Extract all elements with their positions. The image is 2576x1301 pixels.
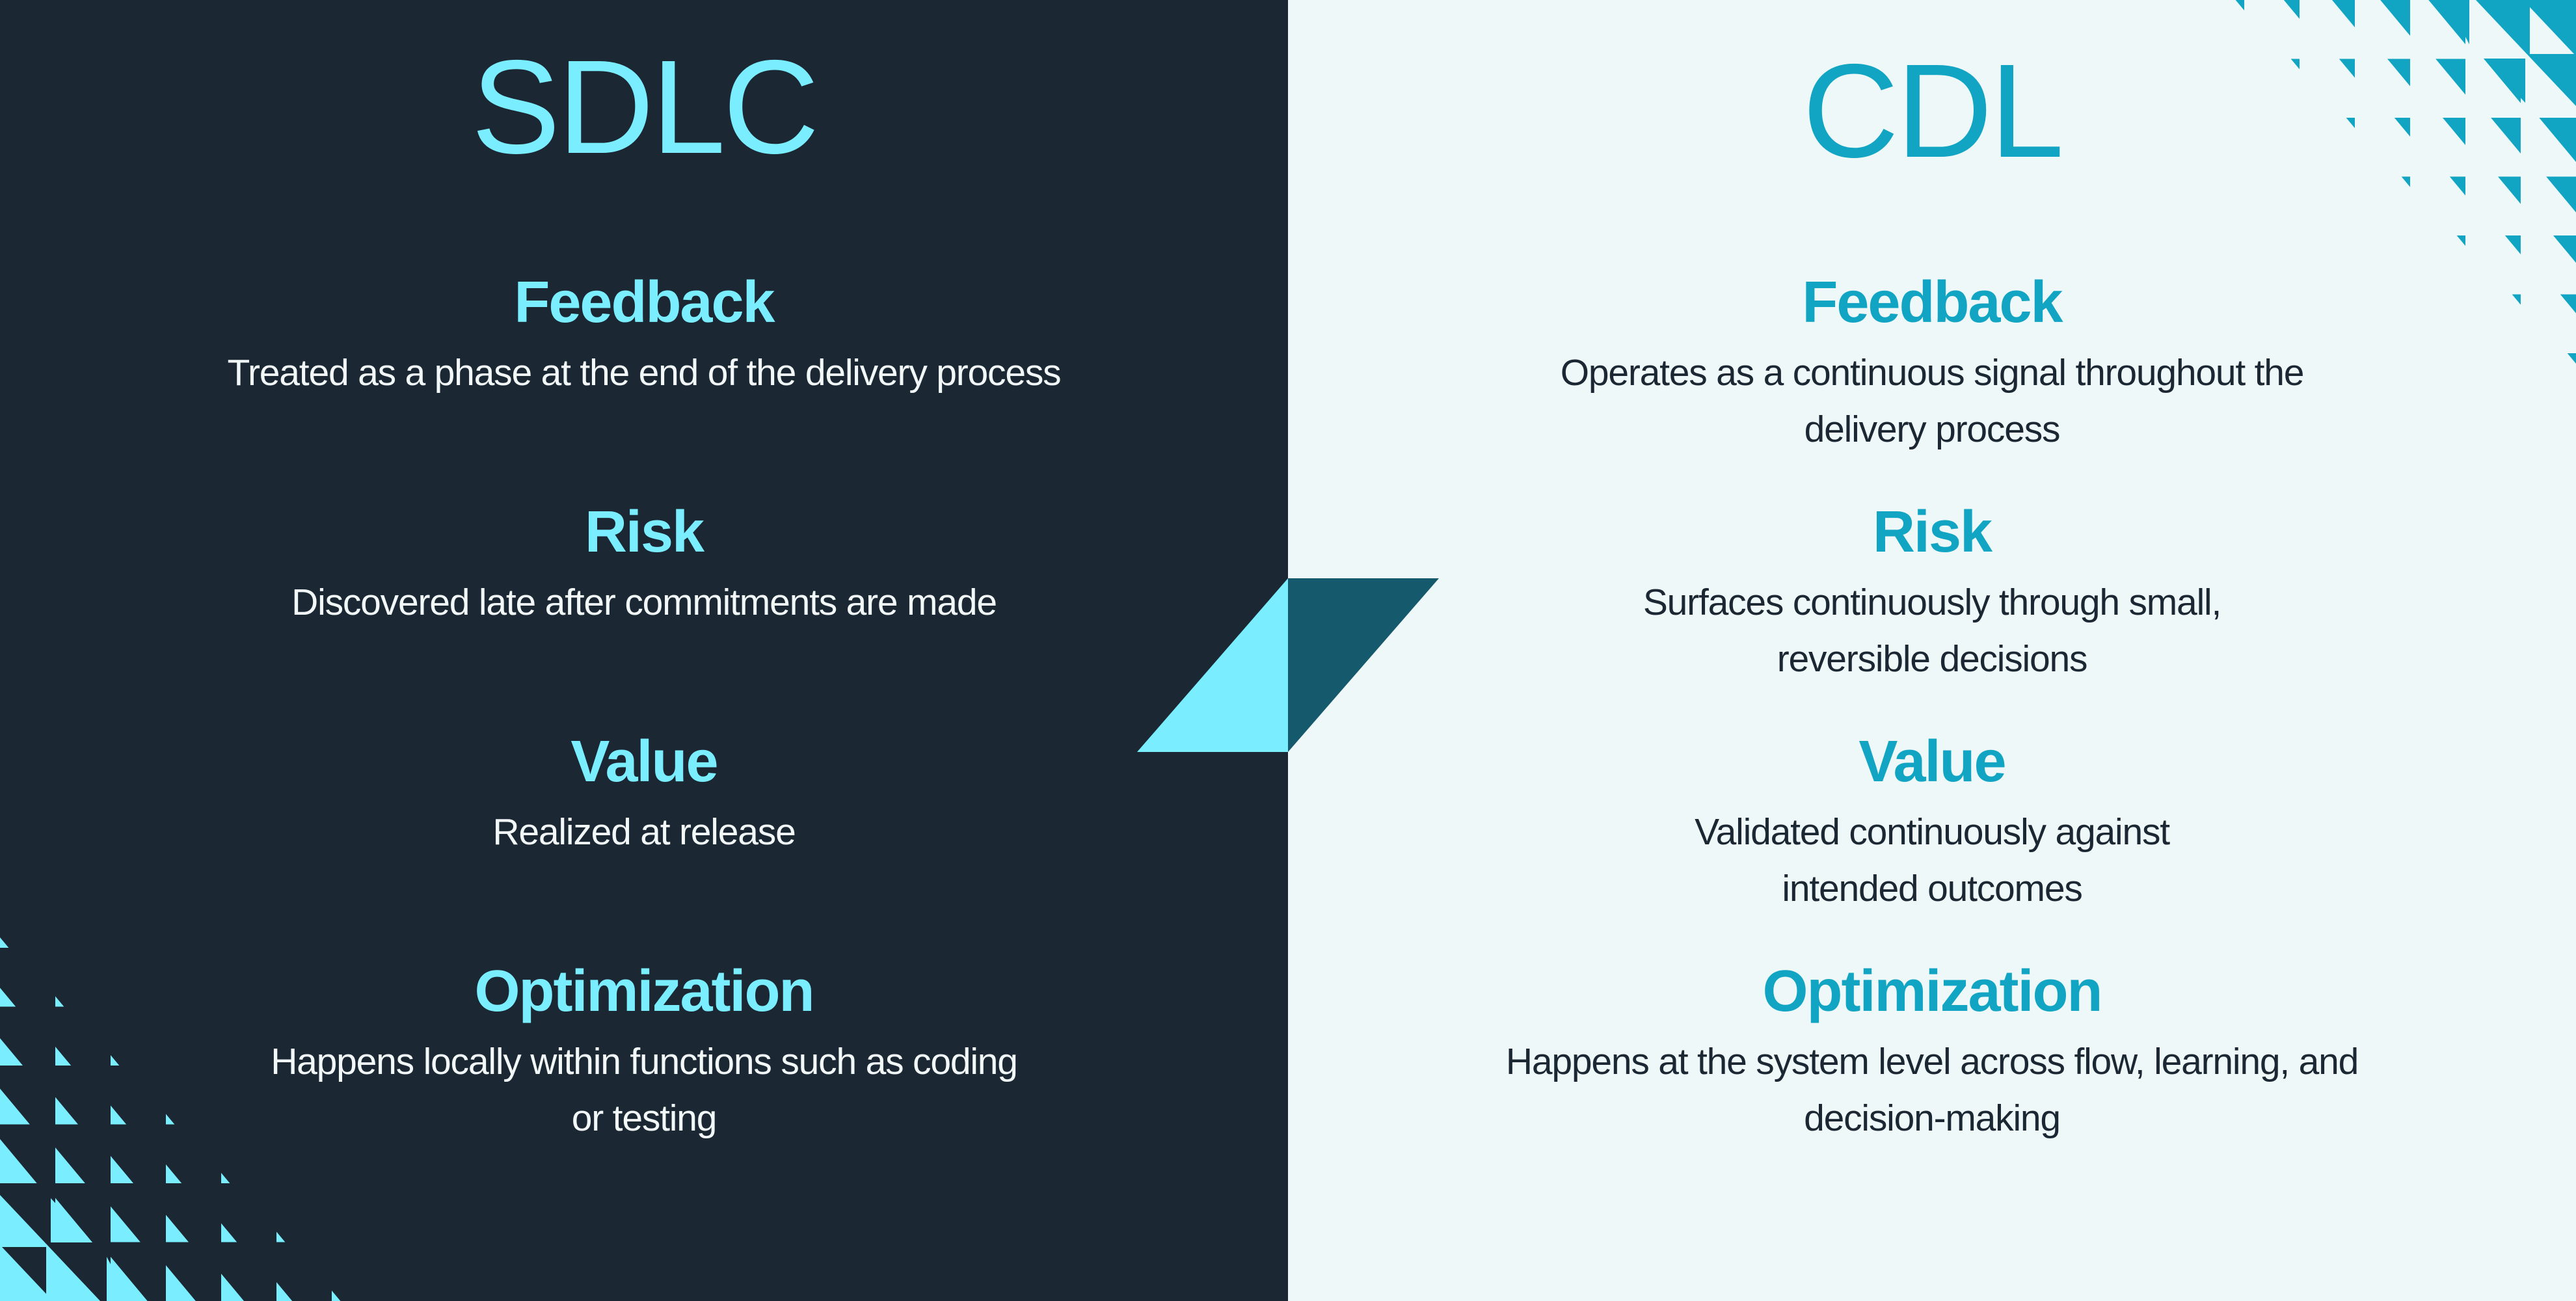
- cdl-panel: CDL Feedback Operates as a continuous si…: [1288, 0, 2576, 1301]
- section-heading: Risk: [584, 500, 704, 565]
- sdlc-panel: SDLC Feedback Treated as a phase at the …: [0, 0, 1288, 1301]
- cdl-optimization-section: Optimization Happens at the system level…: [1288, 962, 2576, 1147]
- section-body: Treated as a phase at the end of the del…: [227, 352, 1062, 394]
- sdlc-value-section: Value Realized at release: [0, 732, 1288, 861]
- section-heading: Feedback: [514, 270, 775, 335]
- section-body: Discovered late after commitments are ma…: [291, 582, 997, 623]
- section-body: Validated continuously against intended …: [1695, 811, 2170, 909]
- section-heading: Optimization: [1762, 959, 2103, 1024]
- section-body: Surfaces continuously through small, rev…: [1643, 582, 2221, 680]
- section-heading: Value: [570, 729, 718, 794]
- sdlc-risk-section: Risk Discovered late after commitments a…: [0, 503, 1288, 631]
- cdl-title: CDL: [1802, 36, 2064, 185]
- sdlc-feedback-section: Feedback Treated as a phase at the end o…: [0, 273, 1288, 401]
- cdl-feedback-section: Feedback Operates as a continuous signal…: [1288, 273, 2576, 458]
- sdlc-optimization-section: Optimization Happens locally within func…: [0, 962, 1288, 1147]
- section-heading: Value: [1858, 729, 2006, 794]
- cdl-risk-section: Risk Surfaces continuously through small…: [1288, 503, 2576, 688]
- sdlc-title: SDLC: [471, 33, 820, 181]
- section-body: Realized at release: [492, 811, 796, 853]
- section-heading: Optimization: [474, 959, 815, 1024]
- section-body: Happens locally within functions such as…: [271, 1041, 1018, 1139]
- cdl-value-section: Value Validated continuously against int…: [1288, 732, 2576, 917]
- section-body: Happens at the system level across flow,…: [1505, 1041, 2359, 1139]
- section-heading: Risk: [1872, 500, 1992, 565]
- section-body: Operates as a continuous signal througho…: [1560, 352, 2305, 450]
- section-heading: Feedback: [1802, 270, 2063, 335]
